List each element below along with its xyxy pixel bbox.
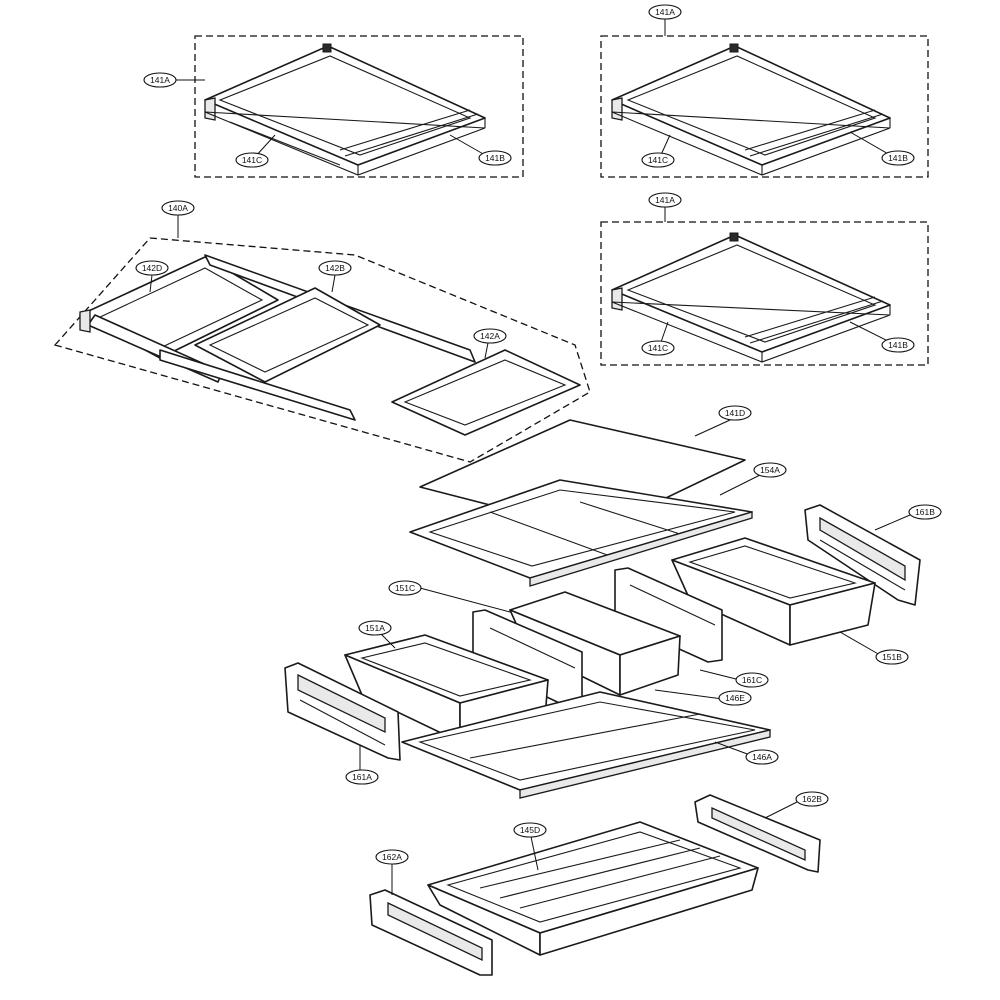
callout-label: 141C — [648, 343, 668, 353]
folding-shelf-assembly-140A — [53, 237, 591, 463]
crisper-cover-154A — [409, 479, 753, 587]
callout-141A-top-right: 141A — [648, 4, 682, 20]
drawer-rail-161A — [284, 662, 401, 761]
callout-142D: 142D — [135, 260, 169, 276]
callout-label: 146E — [725, 693, 745, 703]
callout-141A-top-left: 141A — [143, 72, 177, 88]
callout-label: 162A — [382, 852, 402, 862]
callout-142B: 142B — [318, 260, 352, 276]
dashed-group-frame — [600, 35, 929, 178]
callout-154A: 154A — [753, 462, 787, 478]
dashed-group-frame — [53, 237, 591, 463]
callout-161A: 161A — [345, 769, 379, 785]
callout-label: 142A — [480, 331, 500, 341]
crisper-frame-146A — [401, 691, 771, 799]
callout-label: 161B — [915, 507, 935, 517]
callout-141C-mid-right: 141C — [641, 340, 675, 356]
callout-141C-top-right: 141C — [641, 152, 675, 168]
shelf-assembly-mid-right — [600, 221, 929, 366]
callout-label: 140A — [168, 203, 188, 213]
callout-label: 141B — [888, 340, 908, 350]
callout-label: 161C — [742, 675, 762, 685]
drawer-rail-161B — [804, 504, 921, 606]
callout-label: 141C — [242, 155, 262, 165]
callout-label: 145D — [520, 825, 540, 835]
callout-label: 142B — [325, 263, 345, 273]
dashed-group-frame — [194, 35, 524, 178]
drawer-rail-162A — [369, 889, 493, 976]
shelf-assembly-top-right — [600, 35, 929, 178]
callout-151C: 151C — [388, 580, 422, 596]
callout-151B: 151B — [875, 649, 909, 665]
callout-142A: 142A — [473, 328, 507, 344]
callout-label: 161A — [352, 772, 372, 782]
callout-label: 141A — [655, 7, 675, 17]
callout-161C: 161C — [735, 672, 769, 688]
dashed-group-frame — [600, 221, 929, 366]
callout-141B-mid-right: 141B — [881, 337, 915, 353]
callout-label: 141B — [888, 153, 908, 163]
callout-141C-top-left: 141C — [235, 152, 269, 168]
callout-label: 141D — [725, 408, 745, 418]
callout-label: 154A — [760, 465, 780, 475]
callout-label: 151C — [395, 583, 415, 593]
pantry-drawer-145D — [427, 821, 759, 956]
callout-141B-top-left: 141B — [478, 150, 512, 166]
callout-label: 146A — [752, 752, 772, 762]
callout-162B: 162B — [795, 791, 829, 807]
callout-label: 141C — [648, 155, 668, 165]
callout-151A: 151A — [358, 620, 392, 636]
shelf-assembly-top-left — [194, 35, 524, 178]
callout-141A-mid-right: 141A — [648, 192, 682, 208]
drawer-rail-162B — [694, 794, 821, 873]
callout-141B-top-right: 141B — [881, 150, 915, 166]
callout-146A: 146A — [745, 749, 779, 765]
callout-label: 141A — [150, 75, 170, 85]
callout-label: 142D — [142, 263, 162, 273]
callout-label: 162B — [802, 794, 822, 804]
crisper-bin-151B — [671, 537, 876, 646]
callout-140A: 140A — [161, 200, 195, 216]
callout-146E: 146E — [718, 690, 752, 706]
callout-162A: 162A — [375, 849, 409, 865]
callout-label: 141A — [655, 195, 675, 205]
callout-161B: 161B — [908, 504, 942, 520]
callout-label: 151B — [882, 652, 902, 662]
callout-141D: 141D — [718, 405, 752, 421]
callout-label: 151A — [365, 623, 385, 633]
callout-label: 141B — [485, 153, 505, 163]
callout-145D: 145D — [513, 822, 547, 838]
